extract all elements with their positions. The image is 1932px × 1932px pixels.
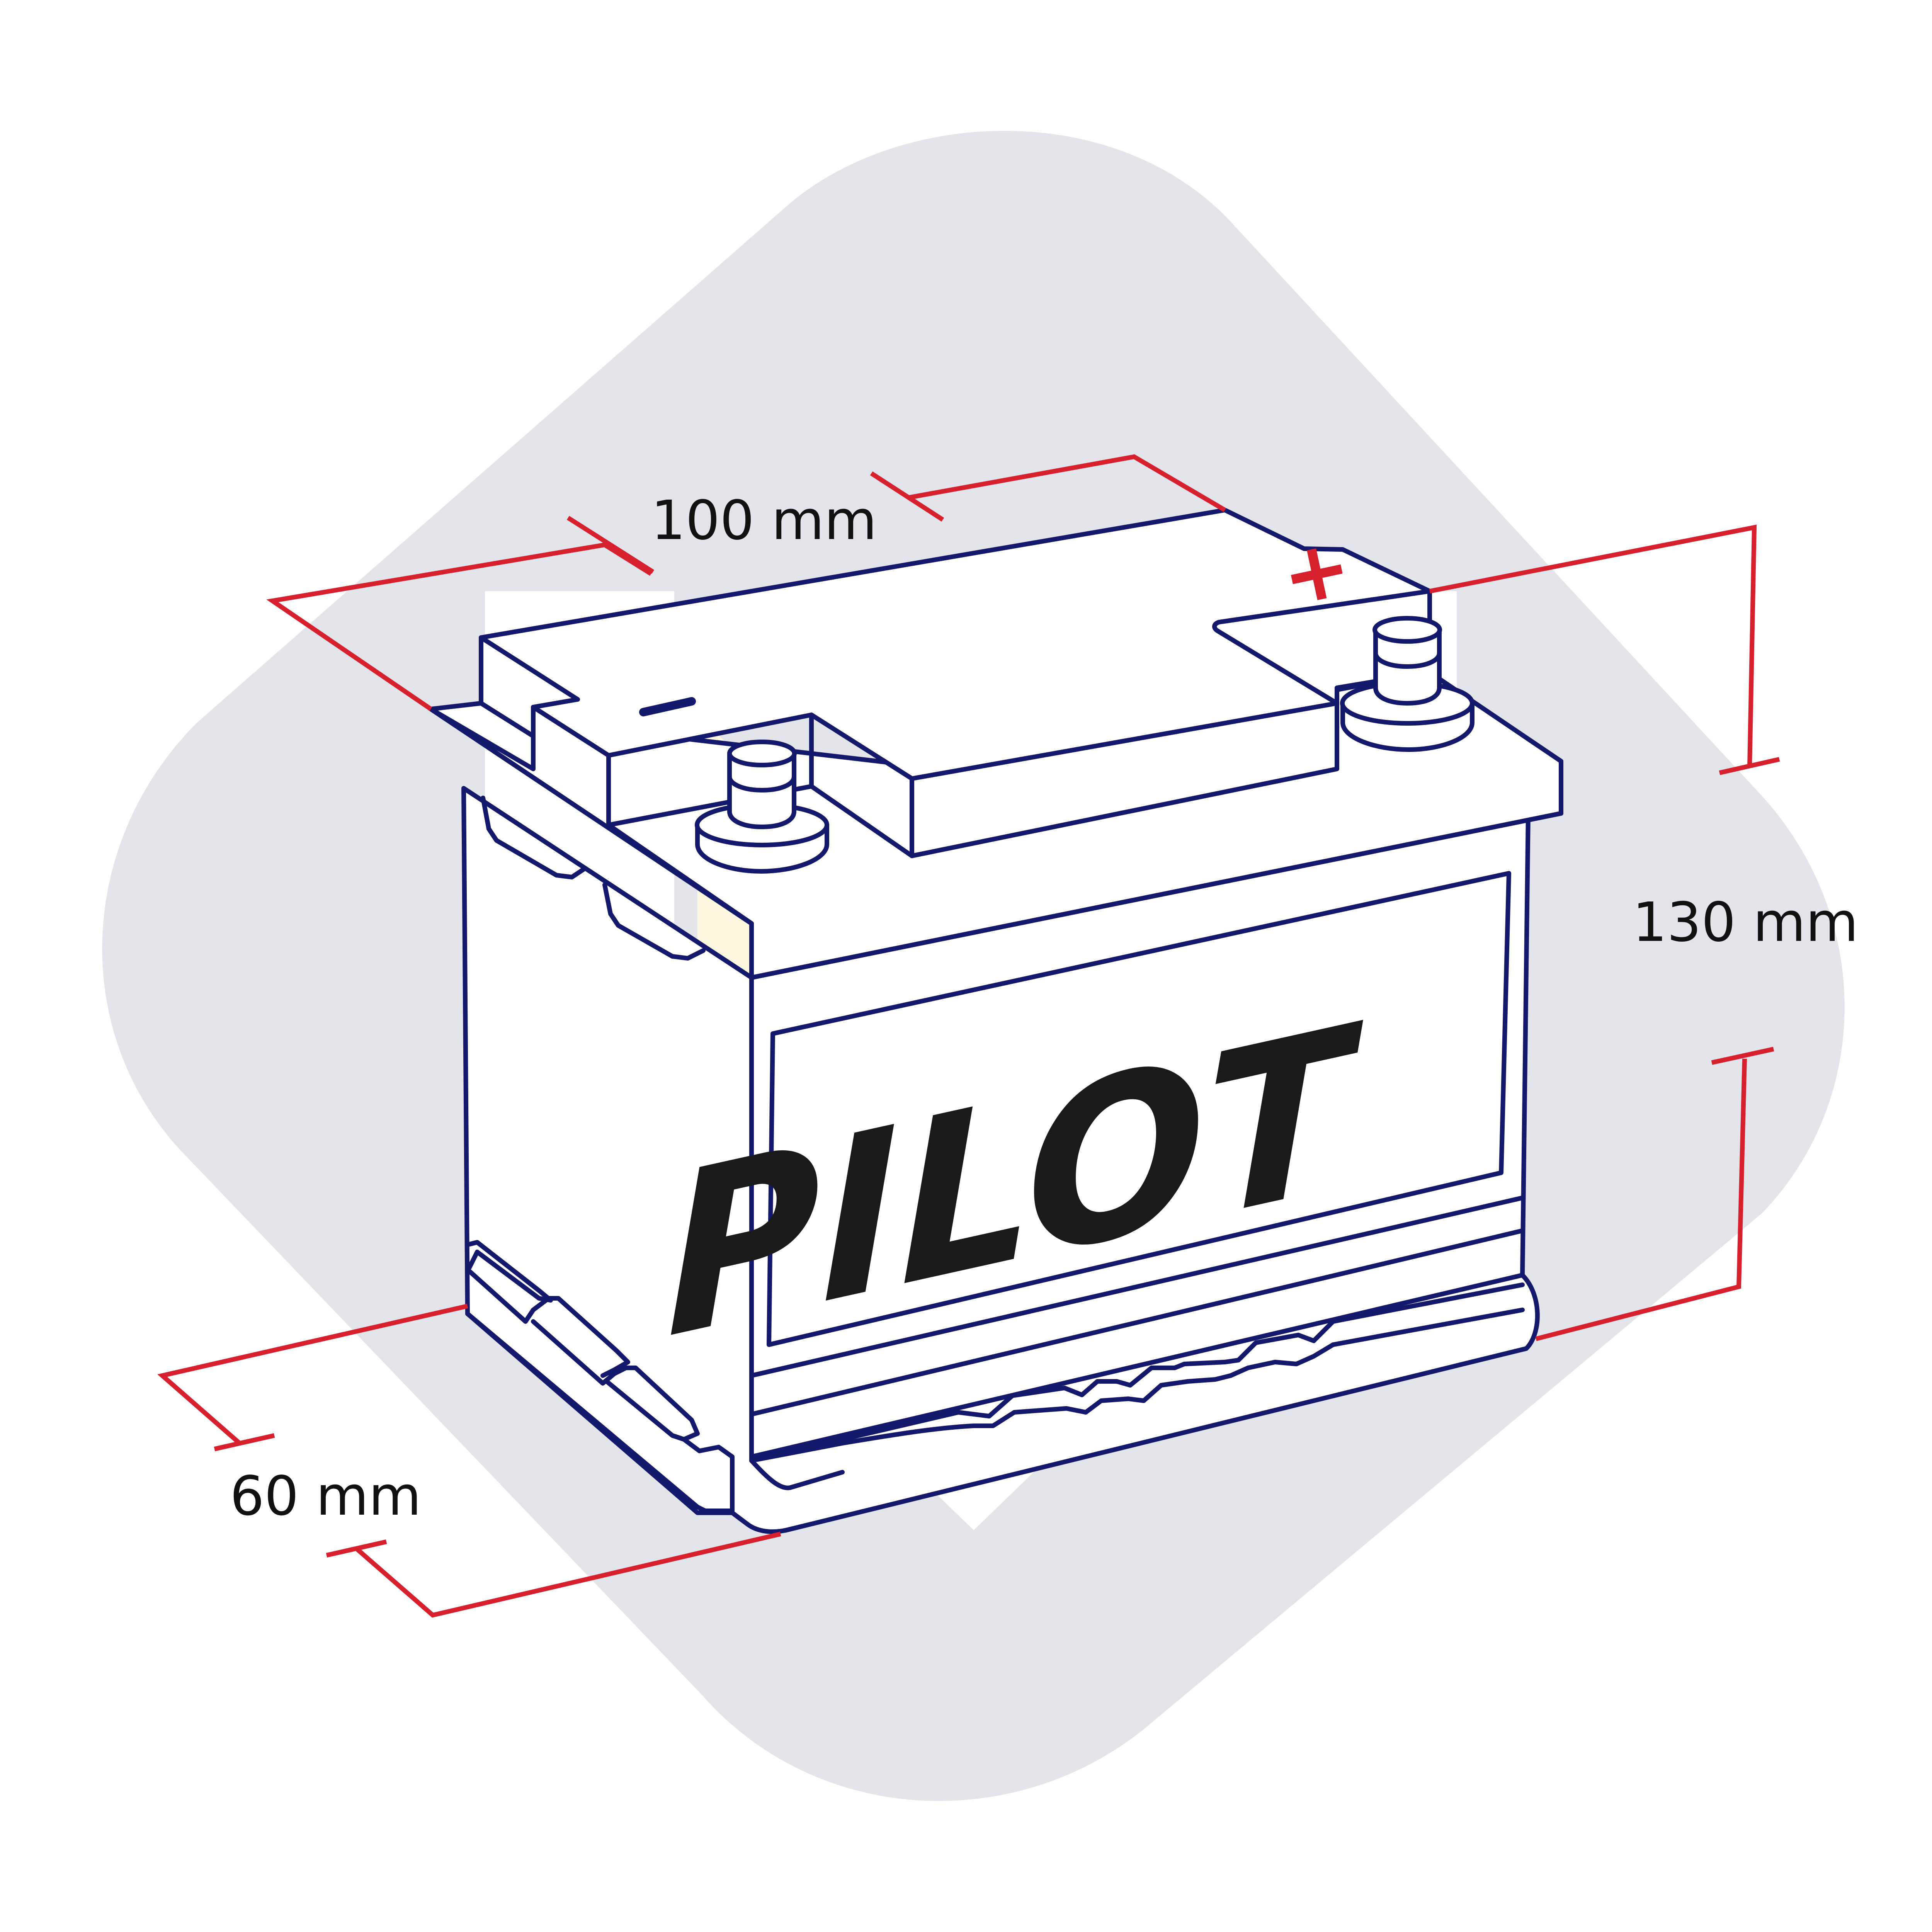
dimension-label-height: 130 mm: [1633, 891, 1858, 954]
side-base-edge: [465, 1311, 735, 1513]
base-wave-lower: [749, 1308, 1525, 1463]
dimension-tick-width-bottom: [326, 1539, 387, 1558]
negative-symbol: [639, 697, 696, 716]
side-foot-rib-4: [682, 1437, 735, 1515]
dimension-tick-height-bottom: [1711, 1047, 1774, 1065]
dimension-line-length-right: [907, 454, 1226, 512]
side-handle-mid: [602, 883, 706, 961]
side-foot-rib-3: [531, 1319, 700, 1442]
negative-terminal: [695, 740, 829, 874]
lid-step-notch: [479, 635, 580, 738]
dimension-tick-height-top: [1719, 757, 1780, 775]
base-wave: [749, 1282, 1525, 1463]
lid-channel: [531, 705, 611, 758]
dimension-line-width-bottom: [356, 1532, 781, 1618]
side-foot-rib-2: [467, 1269, 630, 1378]
side-handle-top: [481, 796, 586, 879]
front-rib-1: [749, 1196, 1525, 1378]
lid-positive-recess: [1212, 589, 1432, 706]
positive-terminal: [1340, 616, 1475, 752]
label-panel: [767, 871, 1511, 1347]
dimension-tick-width-top: [214, 1433, 275, 1451]
dimension-label-width: 60 mm: [230, 1465, 421, 1528]
dimension-line-width-top: [157, 1304, 468, 1445]
dimension-tick-length-right: [870, 471, 944, 522]
dimension-line-length: [266, 542, 653, 711]
front-rib-2: [749, 1228, 1525, 1417]
dimension-label-length: 100 mm: [651, 489, 877, 552]
dimension-line-height-top: [1429, 524, 1757, 767]
lid-back-edge: [910, 701, 1339, 781]
front-rib-3: [749, 1273, 1525, 1459]
dimension-line-height-bottom: [1535, 1058, 1747, 1341]
front-face-top-edge: [749, 811, 1563, 980]
dimension-tick-length-left: [566, 515, 655, 574]
base-bottom-edge: [749, 1458, 845, 1490]
